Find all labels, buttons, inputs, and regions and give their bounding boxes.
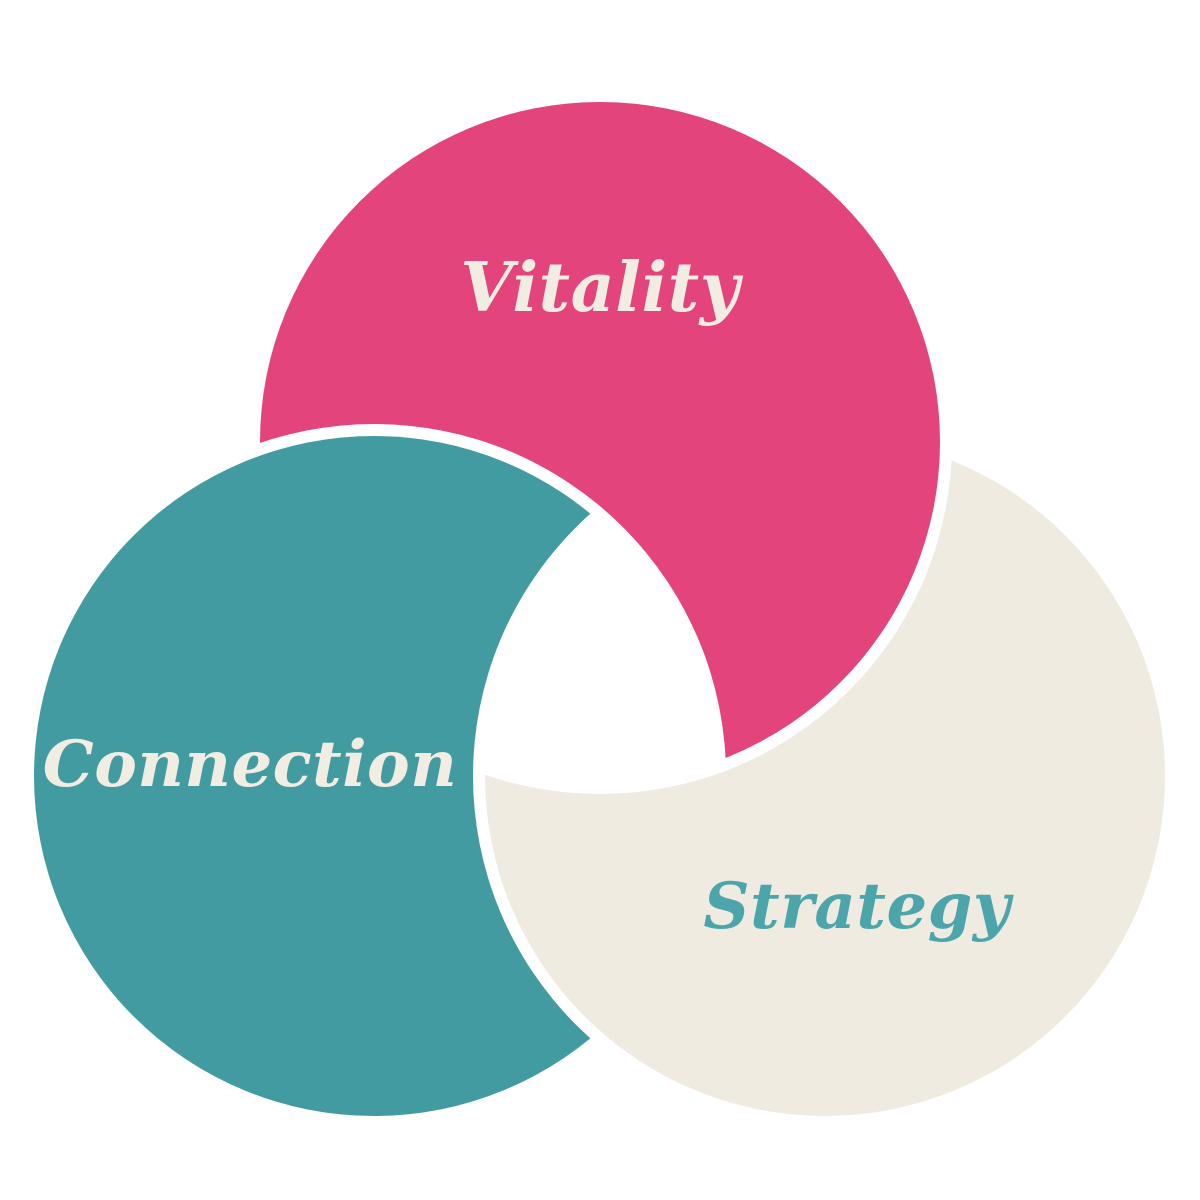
connection-label: Connection xyxy=(43,727,457,802)
strategy-label: Strategy xyxy=(703,869,1014,944)
vitality-label: Vitality xyxy=(460,248,743,328)
